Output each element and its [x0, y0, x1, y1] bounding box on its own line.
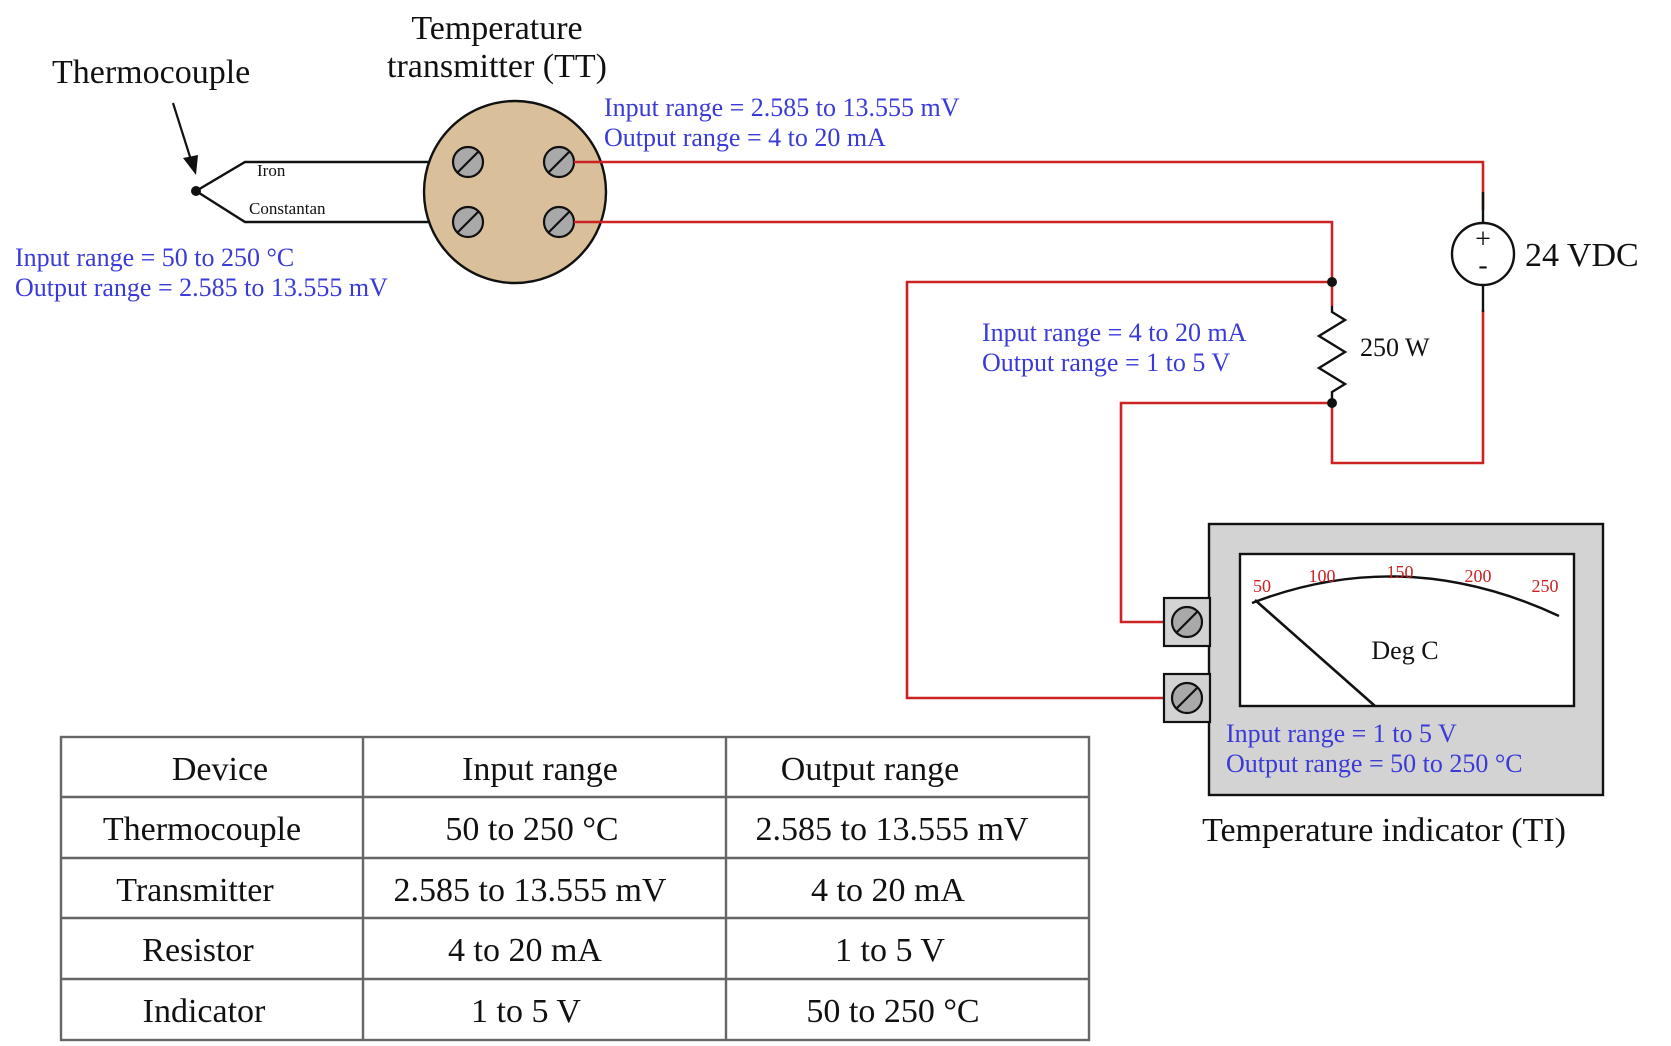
supply-minus-sign: -	[1478, 250, 1487, 281]
transmitter-label-line2: transmitter (TT)	[387, 48, 607, 85]
table-cell: Thermocouple	[103, 811, 301, 848]
table-header-cell: Output range	[781, 751, 959, 788]
table-row: Transmitter 2.585 to 13.555 mV 4 to 20 m…	[116, 872, 965, 909]
resistor-value-label: 250 W	[1360, 333, 1430, 362]
table-cell: 2.585 to 13.555 mV	[756, 811, 1029, 848]
table-row: Thermocouple 50 to 250 °C 2.585 to 13.55…	[103, 811, 1029, 848]
table-cell: 1 to 5 V	[835, 932, 945, 969]
range-table: Device Input range Output range Thermoco…	[59, 735, 1091, 1042]
wire-resistor-bottom-to-indicator	[1119, 401, 1332, 624]
wire-transmitter-to-supply-plus	[574, 160, 1485, 210]
meter-scale-label: 100	[1309, 566, 1336, 586]
thermocouple-output-range: Output range = 2.585 to 13.555 mV	[15, 273, 388, 302]
resistor-output-range: Output range = 1 to 5 V	[982, 348, 1230, 377]
meter-face	[1238, 552, 1576, 708]
transmitter-input-range: Input range = 2.585 to 13.555 mV	[604, 93, 960, 122]
table-border	[59, 735, 1091, 1042]
supply-voltage-label: 24 VDC	[1525, 237, 1639, 274]
transmitter-body	[422, 99, 608, 285]
meter-scale-label: 250	[1532, 576, 1559, 596]
table-cell: 4 to 20 mA	[448, 932, 602, 969]
iron-wire	[195, 160, 454, 193]
meter-units-label: Deg C	[1371, 636, 1438, 665]
supply-plus-sign: +	[1475, 224, 1491, 255]
temperature-transmitter: Temperature transmitter (TT) Input range…	[387, 10, 960, 285]
supply-symbol	[1450, 221, 1516, 287]
indicator-label: Temperature indicator (TI)	[1202, 812, 1566, 849]
thermocouple-pointer-arrowhead	[183, 155, 198, 175]
table-header-cell: Input range	[462, 751, 618, 788]
table-cell: Indicator	[143, 993, 266, 1030]
wire-supply-minus-to-resistor-bottom	[1330, 310, 1485, 465]
resistor: 250 W Input range = 4 to 20 mA Output ra…	[982, 306, 1430, 403]
constantan-wire	[195, 189, 454, 224]
table-header-cell: Device	[172, 751, 268, 788]
table-cell: 4 to 20 mA	[811, 872, 965, 909]
wire-resistor-top-to-indicator	[905, 280, 1332, 700]
transmitter-terminal-2	[451, 205, 485, 239]
meter-needle	[1254, 599, 1376, 707]
table-cell: 2.585 to 13.555 mV	[394, 872, 667, 909]
temperature-indicator: 50 100 150 200 250 Deg C Input range = 1 to …	[1162, 522, 1605, 849]
transmitter-output-range: Output range = 4 to 20 mA	[604, 123, 886, 152]
iron-wire-label: Iron	[257, 161, 286, 180]
table-cell: 1 to 5 V	[471, 993, 581, 1030]
meter-scale-labels: 50 100 150 200 250	[1253, 562, 1559, 596]
transmitter-terminal-3	[542, 145, 576, 179]
resistor-symbol	[1316, 306, 1348, 403]
constantan-wire-label: Constantan	[249, 199, 326, 218]
indicator-terminal-2	[1170, 681, 1204, 715]
indicator-terminal-1	[1170, 605, 1204, 639]
table-row: Indicator 1 to 5 V 50 to 250 °C	[143, 993, 980, 1030]
table-cell: Transmitter	[116, 872, 274, 909]
wire-transmitter-to-resistor-top	[574, 220, 1334, 306]
table-cell: 50 to 250 °C	[445, 811, 618, 848]
thermocouple-pointer	[171, 102, 193, 161]
junction-dot-top	[1327, 277, 1337, 287]
indicator-output-range: Output range = 50 to 250 °C	[1226, 749, 1523, 778]
transmitter-terminal-1	[451, 145, 485, 179]
thermocouple-input-range: Input range = 50 to 250 °C	[15, 243, 294, 272]
meter-scale-label: 50	[1253, 576, 1271, 596]
table-cell: 50 to 250 °C	[806, 993, 979, 1030]
thermocouple-label: Thermocouple	[52, 54, 250, 91]
thermocouple: Thermocouple Iron Constantan Input range…	[15, 54, 454, 302]
meter-scale-arc	[1251, 575, 1560, 618]
table-header-row: Device Input range Output range	[172, 751, 959, 788]
transmitter-label-line1: Temperature	[411, 10, 582, 47]
transmitter-terminal-4	[542, 205, 576, 239]
table-cell: Resistor	[142, 932, 254, 969]
meter-scale-label: 150	[1387, 562, 1414, 582]
table-row: Resistor 4 to 20 mA 1 to 5 V	[142, 932, 945, 969]
dc-power-supply: + - 24 VDC	[1450, 192, 1639, 312]
resistor-input-range: Input range = 4 to 20 mA	[982, 318, 1247, 347]
meter-scale-label: 200	[1465, 566, 1492, 586]
indicator-input-range: Input range = 1 to 5 V	[1226, 719, 1457, 748]
